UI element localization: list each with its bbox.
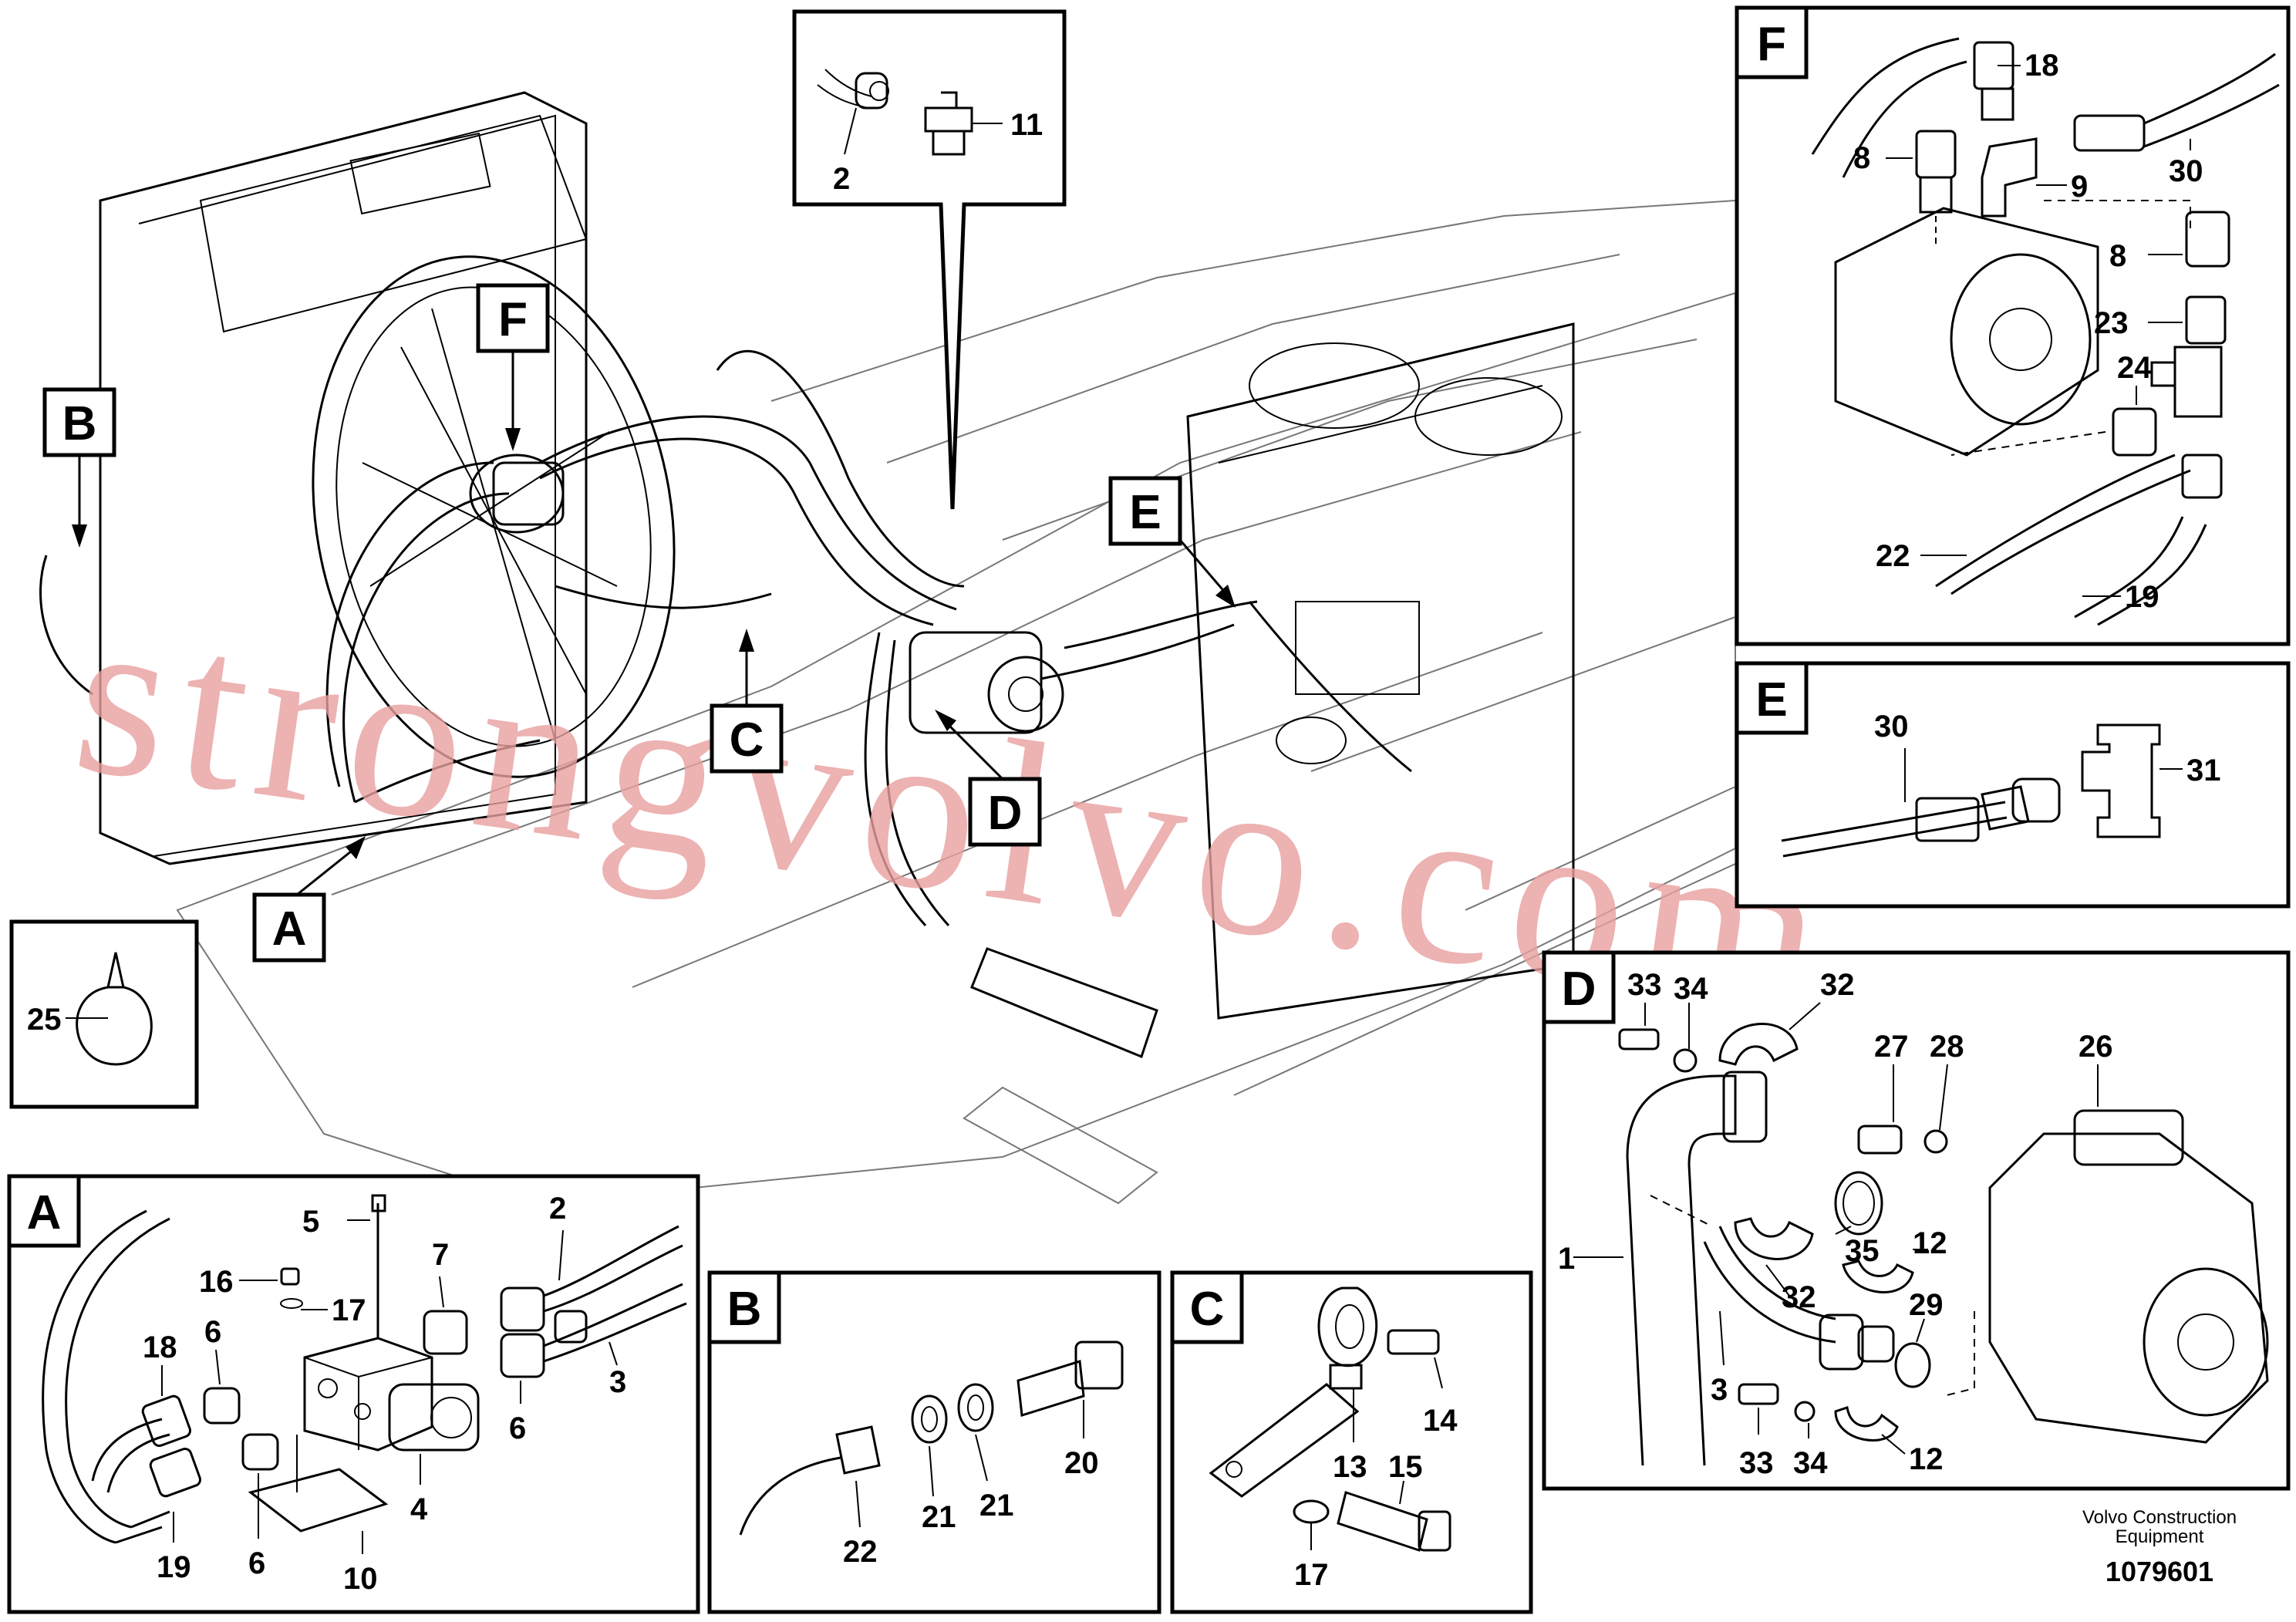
part-1-label: 1	[1558, 1242, 1575, 1276]
part-26-label: 26	[2079, 1030, 2113, 1064]
callout-f: F	[498, 293, 528, 346]
part-12b-label: 12	[1909, 1442, 1944, 1476]
part-15-label: 15	[1388, 1450, 1423, 1484]
part-21a-label: 21	[922, 1500, 956, 1534]
part-30-label: 30	[2169, 154, 2203, 188]
part-25-label: 25	[27, 1003, 62, 1037]
part-34-label: 34	[1674, 972, 1708, 1006]
part-18-label: 18	[2025, 49, 2059, 83]
part-4-label: 4	[410, 1492, 428, 1526]
part-22-label: 22	[843, 1535, 878, 1569]
part-16-label: 16	[199, 1265, 234, 1299]
panel-a-title: A	[27, 1186, 62, 1239]
panel-e-title: E	[1755, 673, 1787, 727]
panel-d-title: D	[1562, 963, 1596, 1016]
part-7-label: 7	[432, 1238, 449, 1272]
part-32b-label: 32	[1782, 1280, 1816, 1314]
part-8-label: 8	[1853, 141, 1870, 175]
callout-a: A	[272, 902, 307, 956]
main-callouts: B F C D E A	[42, 283, 1236, 963]
part-33b-label: 33	[1739, 1446, 1774, 1480]
panel-a: A 5 2 7	[7, 1174, 700, 1614]
part-20-label: 20	[1064, 1446, 1099, 1480]
part-3-label: 3	[1711, 1373, 1728, 1407]
part-11-label: 11	[1010, 108, 1043, 142]
part-9-label: 9	[2071, 170, 2088, 204]
part-17-label: 17	[332, 1293, 366, 1327]
panel-f: F 18 8 9 30 8	[1735, 5, 2291, 646]
part-3-label: 3	[609, 1365, 626, 1399]
part-12-label: 12	[1913, 1226, 1947, 1260]
drawing-number: 1079601	[2106, 1556, 2213, 1587]
part-14-label: 14	[1423, 1404, 1458, 1438]
company-line-1: Volvo Construction	[2082, 1507, 2237, 1528]
part-8b-label: 8	[2109, 239, 2126, 273]
callout-e: E	[1129, 486, 1161, 539]
panel-c: C 13 14 15 17	[1170, 1270, 1533, 1614]
panel-f-title: F	[1757, 18, 1786, 71]
panel-b-title: B	[727, 1283, 762, 1336]
panel-c-title: C	[1190, 1283, 1225, 1336]
part-22-label: 22	[1876, 539, 1910, 573]
company-line-2: Equipment	[2116, 1526, 2204, 1547]
part-30-label: 30	[1874, 710, 1909, 744]
part-32-label: 32	[1820, 968, 1855, 1002]
part-23-label: 23	[2094, 306, 2129, 340]
callout-b: B	[62, 397, 97, 450]
part-2-label: 2	[549, 1192, 566, 1226]
part-13-label: 13	[1333, 1450, 1367, 1484]
part-35-label: 35	[1845, 1234, 1880, 1268]
panel-e: E 30 31	[1735, 661, 2291, 909]
panel-b: B 22 21 21 20	[707, 1270, 1161, 1614]
part-28-label: 28	[1930, 1030, 1964, 1064]
part-6a-label: 6	[204, 1315, 221, 1349]
part-29-label: 29	[1909, 1288, 1944, 1322]
part-6c-label: 6	[248, 1546, 265, 1580]
part-21b-label: 21	[979, 1489, 1014, 1523]
part-10-label: 10	[343, 1562, 378, 1596]
part-17-label: 17	[1294, 1558, 1329, 1592]
part-19-label: 19	[2125, 580, 2159, 614]
panel-d: D 33 34 32 27	[1542, 950, 2291, 1491]
part-19-label: 19	[157, 1550, 191, 1584]
detail-top: 2 11	[792, 9, 1067, 510]
part-27-label: 27	[1874, 1030, 1909, 1064]
part-18-label: 18	[143, 1330, 177, 1364]
part-34b-label: 34	[1793, 1446, 1828, 1480]
part-5-label: 5	[302, 1205, 319, 1239]
part-24-label: 24	[2117, 351, 2152, 385]
footer-credit: Volvo Construction Equipment 1079601	[2082, 1507, 2237, 1587]
callout-d: D	[988, 787, 1023, 840]
part-31-label: 31	[2186, 754, 2221, 787]
part-2-label: 2	[833, 162, 850, 196]
callout-c: C	[730, 713, 764, 767]
part-6b-label: 6	[509, 1411, 526, 1445]
part-33-label: 33	[1627, 968, 1662, 1002]
detail-25: 25	[9, 919, 199, 1109]
